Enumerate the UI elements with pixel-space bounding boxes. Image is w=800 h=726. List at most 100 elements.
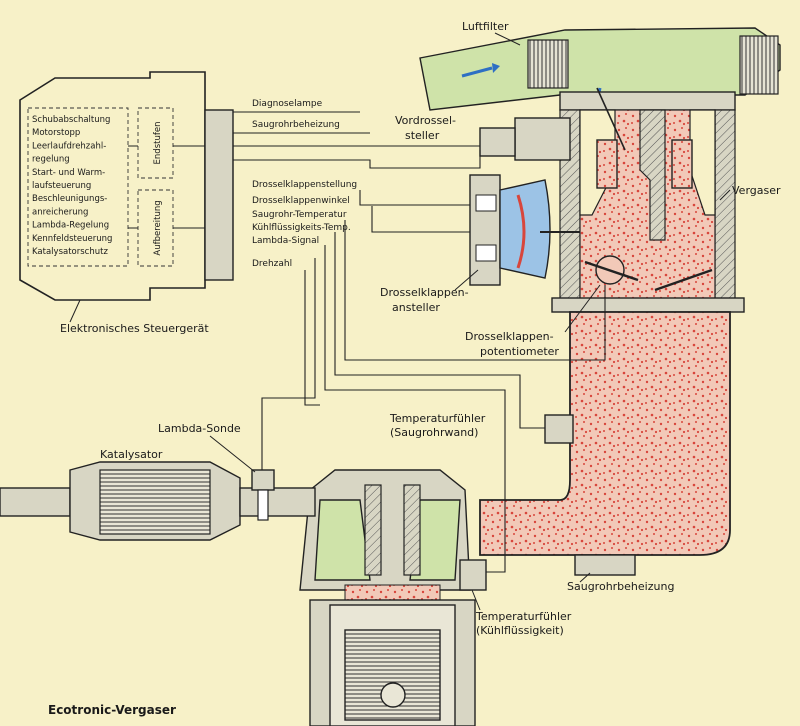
ecu-function-list: SchubabschaltungMotorstoppLeerlaufdrehza… [32, 115, 112, 257]
throttle-plate-right [654, 268, 713, 292]
airflow-arrow-1 [461, 66, 493, 78]
water-jacket-left [314, 499, 371, 581]
signal-output-labels: Diagnoselampe Saugrohrbeheizung [252, 99, 340, 130]
signal-label-0: Drosselklappenstellung [252, 180, 357, 190]
lambda-sensor-body [251, 469, 275, 491]
temp-sensor-manifold [544, 414, 574, 444]
signal-label-3: Kühlflüssigkeits-Temp. [252, 223, 351, 233]
label-drosselklappenansteller-1: Drosselklappen- [380, 286, 469, 299]
nozzle-left [596, 139, 618, 189]
actuator-switch-2 [475, 244, 497, 262]
carburetor-wall-right [714, 109, 736, 301]
air-filter-element-right [739, 35, 779, 95]
label-vergaser: Vergaser [732, 184, 781, 197]
lambda-sensor-tip [257, 489, 269, 521]
actuator-membrane [516, 194, 526, 269]
pre-throttle-actuator-connector [479, 127, 516, 157]
ecu-function-4: Start- und Warm- [32, 168, 105, 178]
airflow-arrow-1-head [492, 63, 500, 73]
label-potentiometer-2: potentiometer [480, 345, 559, 358]
ecu-housing [19, 71, 206, 301]
ecu: SchubabschaltungMotorstoppLeerlaufdrehza… [19, 71, 234, 301]
exhaust-pipe-left [0, 487, 71, 517]
diagram-caption: Ecotronic-Vergaser [48, 703, 176, 717]
combustion-chamber [344, 584, 441, 601]
label-potentiometer-1: Drosselklappen- [465, 330, 554, 343]
ecu-connector [204, 109, 234, 281]
label-vordrosselsteller-2: steller [405, 129, 440, 142]
label-temp-saugrohr-2: (Saugrohrwand) [390, 426, 478, 439]
exhaust-system [0, 461, 316, 541]
ecu-function-7: anreicherung [32, 207, 88, 217]
valve-stem-right [403, 484, 421, 576]
air-filter-element-left [527, 39, 569, 89]
signal-label-5: Drehzahl [252, 259, 292, 269]
carburetor [551, 87, 745, 313]
signal-label-saugrohrbeheizung: Saugrohrbeheizung [252, 120, 340, 130]
intake-manifold [479, 311, 731, 576]
nozzle-right [671, 139, 693, 189]
pre-throttle-actuator-body [514, 117, 571, 161]
ecu-function-box [27, 107, 129, 267]
label-saugrohrbeheizung: Saugrohrbeheizung [567, 580, 674, 593]
wire-saugrohr-temperatur [334, 232, 545, 429]
ecu-function-0: Schubabschaltung [32, 115, 110, 125]
manifold-heater [574, 554, 636, 576]
catalyst-core [99, 469, 211, 535]
actuator-motor-housing [469, 174, 501, 286]
ecu-function-3: regelung [32, 155, 70, 165]
signal-wires [232, 111, 606, 573]
signal-label-4: Lambda-Signal [252, 236, 319, 246]
ecu-function-9: Kennfeldsteuerung [32, 234, 112, 244]
label-vordrosselsteller-1: Vordrossel- [395, 114, 456, 127]
wire-drehzahl [304, 270, 320, 406]
leader-potentiometer [564, 284, 601, 333]
piston-pin [380, 682, 406, 708]
label-temp-saugrohr-1: Temperaturfühler [389, 412, 486, 425]
air-filter-housing [419, 27, 781, 111]
label-katalysator: Katalysator [100, 448, 163, 461]
leader-temp-kuehl [471, 589, 481, 611]
leader-drosselklappenansteller [454, 269, 479, 291]
leader-steuergeraet [69, 299, 81, 323]
label-drosselklappenansteller-2: ansteller [392, 301, 440, 314]
venturi-center [639, 109, 666, 241]
exhaust-pipe-right [239, 487, 316, 517]
wire-lambda [261, 258, 316, 470]
throttle-plate-left [584, 260, 639, 282]
air-filter [419, 27, 781, 118]
engine [299, 469, 476, 726]
temp-sensor-coolant [459, 559, 487, 591]
wire-drosselklappenwinkel [371, 206, 470, 233]
carburetor-top-cover [559, 91, 736, 111]
label-temp-kuehl-1: Temperaturfühler [475, 610, 572, 623]
ecu-function-10: Katalysatorschutz [32, 247, 108, 257]
leader-saugrohrbeheizung [579, 572, 591, 583]
label-luftfilter: Luftfilter [462, 20, 509, 33]
ecu-function-2: Leerlaufdrehzahl- [32, 141, 106, 151]
wire-vordrossel-2 [233, 150, 481, 169]
wire-drosselklappenstellung [359, 190, 470, 206]
leader-luftfilter [494, 32, 521, 46]
ecu-function-1: Motorstopp [32, 128, 80, 138]
signal-label-1: Drosselklappenwinkel [252, 196, 350, 206]
ecu-endstufen-label: Endstufen [153, 122, 163, 165]
carburetor-flange [551, 297, 745, 313]
label-lambda-sonde: Lambda-Sonde [158, 422, 241, 435]
pre-throttle-actuator [479, 117, 571, 161]
wire-kuehl-temp [324, 245, 506, 573]
ecu-function-5: laufsteuerung [32, 181, 91, 191]
ecu-function-6: Beschleunigungs- [32, 194, 107, 204]
throttle-actuator [469, 174, 580, 286]
signal-label-2: Saugrohr-Temperatur [252, 210, 347, 220]
choke-flap [596, 87, 626, 151]
signal-input-labels: Drosselklappenstellung Drosselklappenwin… [252, 180, 357, 269]
label-temp-kuehl-2: (Kühlflüssigkeit) [476, 624, 564, 637]
leader-lambda-sonde [209, 435, 256, 473]
signal-label-diagnoselampe: Diagnoselampe [252, 99, 323, 109]
label-steuergeraet: Elektronisches Steuergerät [60, 322, 209, 335]
manifold-runner [479, 311, 731, 556]
ecu-endstufen-box [137, 107, 174, 179]
